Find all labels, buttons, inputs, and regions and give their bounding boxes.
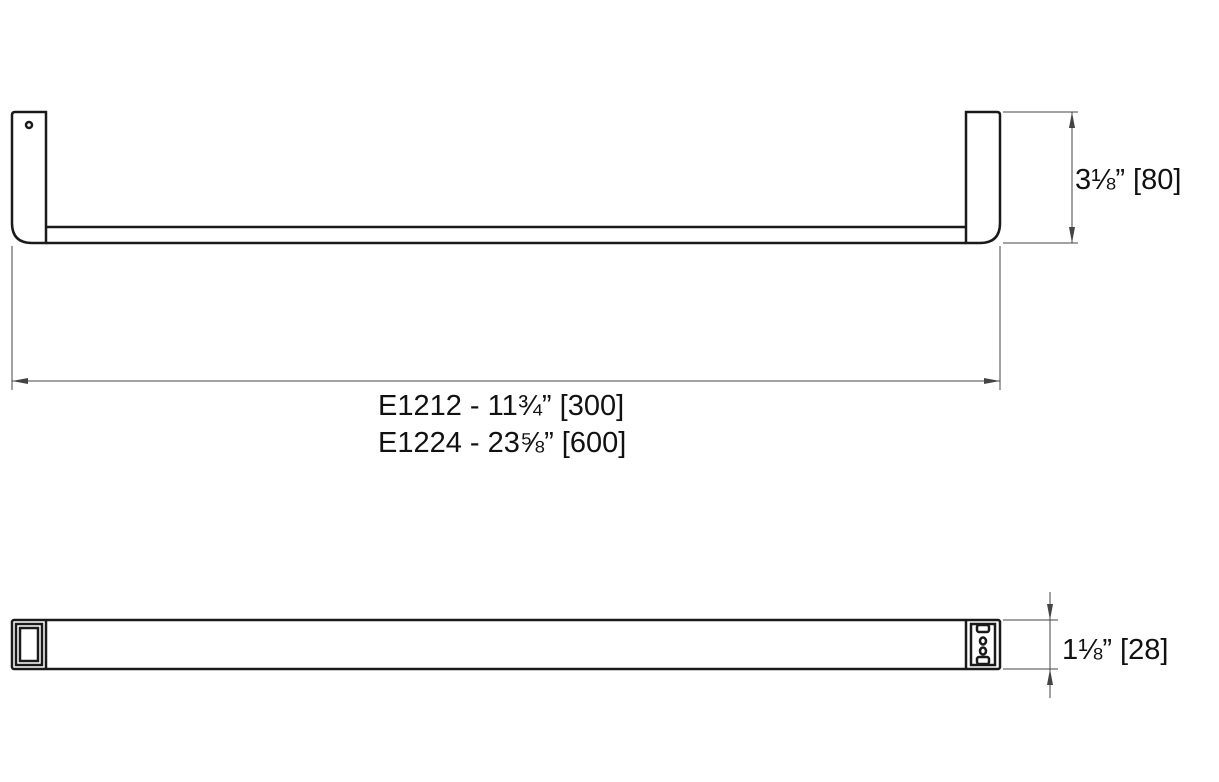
- towel-rod: [46, 225, 966, 245]
- left-bracket: [10, 110, 48, 245]
- length-dimension-label-e1224: E1224 - 23⅝” [600]: [378, 427, 627, 459]
- bar-body: [10, 618, 1002, 671]
- depth-dimension: [1003, 592, 1058, 698]
- mounting-hole: [24, 120, 34, 130]
- height-dimension-label: 3⅛” [80]: [1075, 164, 1182, 196]
- length-dimension: [11, 246, 1001, 390]
- length-dimension-label-e1212: E1212 - 11¾” [300]: [378, 390, 625, 422]
- height-dimension: [1003, 111, 1078, 244]
- depth-dimension-label: 1⅛” [28]: [1062, 634, 1169, 666]
- left-end-cap: [14, 622, 44, 667]
- top-view: [10, 618, 1002, 671]
- front-view: [10, 110, 1002, 245]
- right-end-cap: [969, 622, 997, 667]
- right-bracket: [964, 110, 1002, 245]
